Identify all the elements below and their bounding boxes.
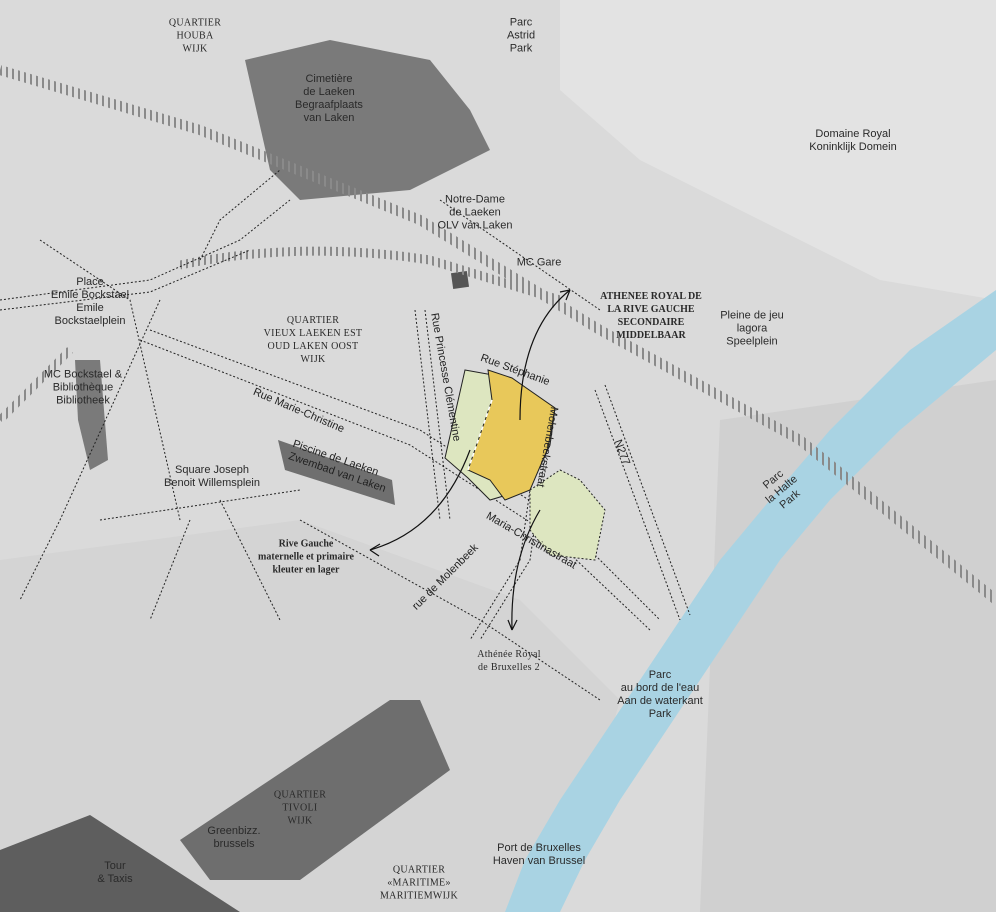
mc-gare-label: MC Gare	[516, 256, 562, 269]
parc-astrid-label: Parc Astrid Park	[506, 16, 536, 55]
railway-west	[0, 347, 73, 423]
district-houba: QUARTIER HOUBA WIJK	[168, 17, 222, 55]
cemetery-zone	[245, 40, 490, 200]
athenee-bxl2-plot	[529, 469, 606, 561]
mc-bockstael-label: MC Bockstael & Bibliothèque Bibliotheek	[43, 368, 123, 407]
notre-dame-label: Notre-Dame de Laeken OLV van Laken	[437, 193, 513, 232]
athenee-bxl2-label: Athénée Royal de Bruxelles 2	[477, 649, 541, 673]
domaine-royal-label: Domaine Royal Koninklijk Domein	[809, 128, 897, 153]
street-network	[0, 169, 691, 701]
square-joseph-label: Square Joseph Benoit Willemsplein	[164, 464, 260, 489]
rive-gauche-primaire-label: Rive Gauche maternelle et primaire kleut…	[258, 538, 354, 576]
tivoli-zone	[180, 700, 450, 880]
district-vieux-laeken: QUARTIER VIEUX LAEKEN EST OUD LAKEN OOST…	[263, 315, 363, 365]
station-building	[450, 270, 470, 290]
tour-taxis-zone	[0, 815, 240, 912]
royal-park-area	[560, 0, 996, 300]
bockstael-zone	[75, 360, 108, 470]
plot-divider	[467, 399, 493, 471]
district-tivoli: QUARTIER TIVOLI WIJK	[273, 789, 327, 827]
port-label: Port de Bruxelles Haven van Brussel	[492, 842, 586, 867]
place-bockstael-label: Place Emile Bockstael Emile Bockstaelple…	[50, 276, 130, 327]
cemetery-label: Cimetière de Laeken Begraafplaats van La…	[295, 73, 363, 124]
greenbizz-label: Greenbizz. brussels	[207, 825, 261, 850]
swimming-pool-zone	[278, 440, 395, 505]
district-maritime: QUARTIER «MARITIME» MARITIEMWIJK	[379, 864, 459, 902]
railway-main	[0, 65, 996, 604]
railway-branch	[179, 246, 562, 305]
parc-bord-eau-label: Parc au bord de l'eau Aan de waterkant P…	[617, 669, 703, 720]
urban-area-south	[0, 520, 620, 912]
canal	[505, 290, 996, 912]
pleine-de-jeu-label: Pleine de jeu lagora Speelplein	[720, 309, 784, 348]
arrows	[369, 289, 571, 631]
tour-taxis-label: Tour & Taxis	[97, 860, 133, 885]
athenee-rive-gauche-label: ATHENEE ROYAL DE LA RIVE GAUCHE SECONDAI…	[600, 291, 702, 341]
